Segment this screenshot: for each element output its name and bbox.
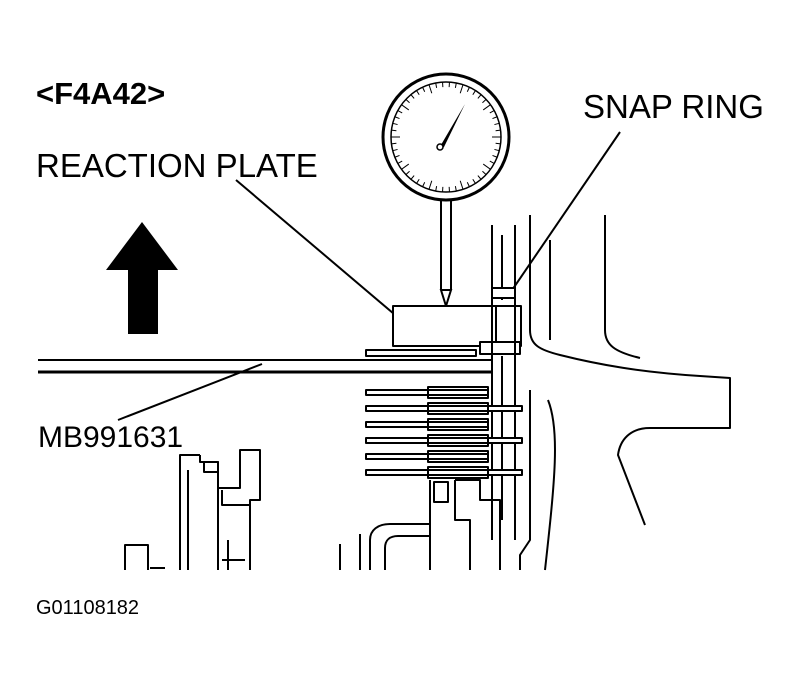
dial-tick [416, 178, 420, 184]
clutch-plate [365, 405, 523, 412]
snap-ring [491, 287, 516, 299]
dial-tick [495, 129, 501, 132]
dial-tick [477, 94, 482, 99]
reaction-plate [392, 305, 522, 347]
snap-ring-label: SNAP RING [583, 88, 764, 125]
dial-tick [428, 84, 433, 94]
dial-tick [391, 129, 397, 132]
dial-tick [472, 90, 476, 96]
dial-tick [392, 148, 398, 152]
dial-tick [489, 160, 495, 164]
dial-tick [489, 110, 495, 114]
dial-tick [397, 160, 403, 164]
dial-tick [454, 186, 457, 192]
reaction-plate-label: REACTION PLATE [36, 147, 318, 184]
clutch-plate-friction [427, 418, 489, 431]
dial-tick [405, 98, 410, 104]
dial-tick [482, 98, 487, 104]
dial-tick [466, 182, 470, 187]
dial-tick [416, 90, 420, 96]
dial-hub [436, 143, 444, 151]
dial-tick [422, 87, 426, 92]
dial-tick [482, 170, 487, 176]
dial-tick [482, 163, 491, 170]
dial-tick [405, 170, 410, 176]
dial-tick [428, 180, 433, 190]
clutch-plate-friction [427, 450, 489, 463]
dial-tick [397, 110, 403, 114]
dial-tick [492, 116, 498, 120]
dial-tick [394, 116, 400, 120]
dial-gauge [381, 72, 511, 310]
figure-id: G01108182 [36, 597, 139, 619]
up-arrow-icon [106, 222, 178, 334]
dial-tick [454, 82, 457, 88]
dial-tick [410, 175, 415, 180]
dial-tick [391, 142, 397, 145]
clutch-plate-friction [427, 386, 489, 399]
dial-tick [482, 104, 491, 111]
dial-tick [392, 122, 398, 126]
dial-tick [494, 122, 500, 126]
dial-tick [492, 154, 498, 158]
clutch-plate-friction [427, 434, 489, 447]
dial-tick [401, 163, 410, 170]
snap-ring-leader [507, 131, 621, 297]
dial-tick [459, 180, 464, 190]
dial-tick [401, 104, 410, 111]
tool-label: MB991631 [38, 421, 183, 454]
clutch-plate-friction [427, 402, 489, 415]
dial-probe-tip [439, 289, 453, 310]
clutch-plate [365, 437, 523, 444]
clutch-plate [365, 469, 523, 476]
dial-tick [394, 154, 400, 158]
dial-ticks [391, 82, 501, 192]
clutch-plate-friction [427, 466, 489, 479]
reaction-plate-leader [235, 179, 421, 337]
dial-tick [495, 142, 501, 145]
dial-tick [494, 148, 500, 152]
dial-tick [459, 84, 464, 94]
model-label: <F4A42> [36, 76, 165, 111]
dial-tick [435, 82, 438, 88]
dial-tick [466, 87, 470, 92]
dial-tick [422, 182, 426, 187]
dial-tick [477, 175, 482, 180]
dial-needle-icon [438, 104, 465, 150]
transmission-cross-section [38, 215, 731, 571]
dial-tick [435, 186, 438, 192]
dial-tick [410, 94, 415, 99]
dial-tick [472, 178, 476, 184]
clutch-plates [365, 386, 523, 479]
